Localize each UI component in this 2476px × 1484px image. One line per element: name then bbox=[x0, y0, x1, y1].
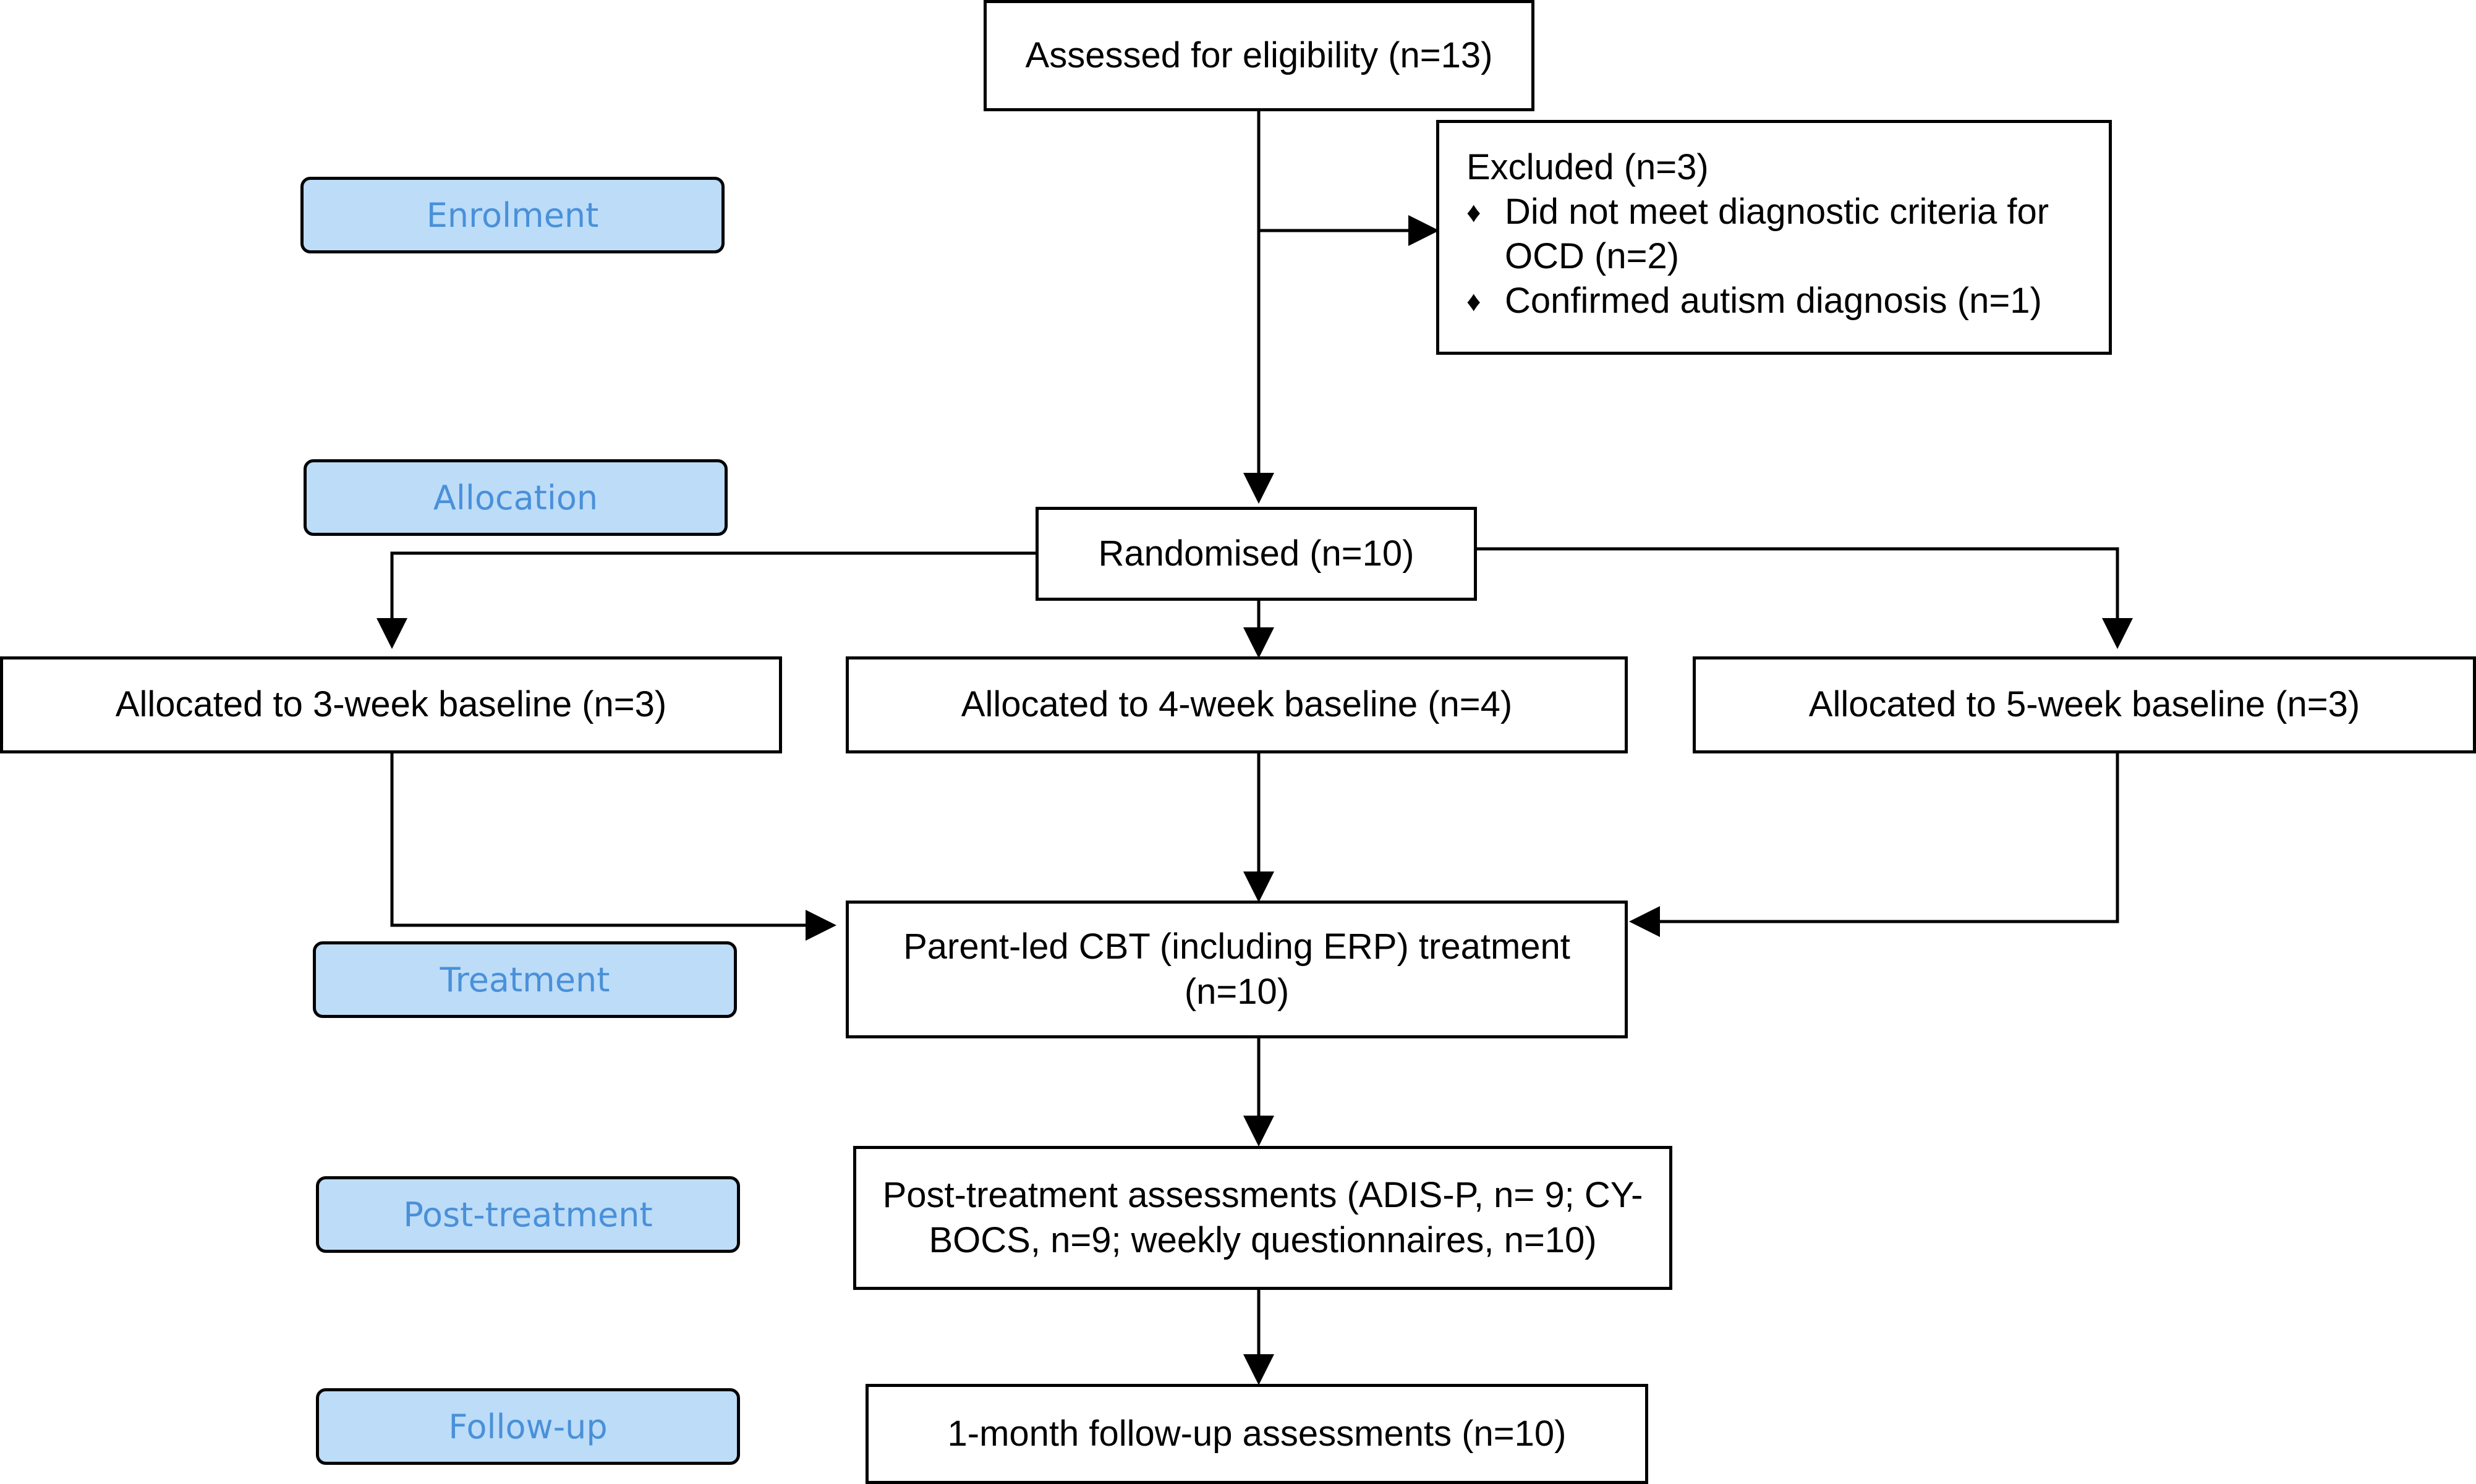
box-post-treatment-text: Post-treatment assessments (ADIS-P, n= 9… bbox=[882, 1175, 1643, 1260]
stage-label-treatment-text: Treatment bbox=[440, 960, 610, 999]
stage-label-enrolment: Enrolment bbox=[300, 177, 725, 253]
box-assessed-for-eligibility: Assessed for eligibility (n=13) bbox=[984, 0, 1534, 111]
box-allocated-3-week-text: Allocated to 3-week baseline (n=3) bbox=[115, 684, 667, 725]
box-allocated-5-week-text: Allocated to 5-week baseline (n=3) bbox=[1808, 684, 2360, 725]
arrow-5wk-to-treatment bbox=[1629, 752, 2119, 937]
box-randomised: Randomised (n=10) bbox=[1036, 507, 1477, 601]
excluded-item-2: ♦ Confirmed autism diagnosis (n=1) bbox=[1466, 279, 2084, 323]
box-follow-up-text: 1-month follow-up assessments (n=10) bbox=[947, 1413, 1567, 1454]
stage-label-allocation-text: Allocation bbox=[433, 478, 598, 517]
stage-label-post-treatment-text: Post-treatment bbox=[403, 1195, 653, 1234]
stage-label-follow-up: Follow-up bbox=[316, 1388, 740, 1465]
box-randomised-text: Randomised (n=10) bbox=[1098, 533, 1415, 574]
excluded-item-2-text: Confirmed autism diagnosis (n=1) bbox=[1505, 281, 2042, 321]
box-assessed-text: Assessed for eligibility (n=13) bbox=[1025, 35, 1493, 75]
diamond-bullet-icon: ♦ bbox=[1466, 285, 1481, 317]
box-allocated-5-week: Allocated to 5-week baseline (n=3) bbox=[1693, 656, 2476, 753]
stage-label-allocation: Allocation bbox=[304, 459, 728, 536]
excluded-title: Excluded (n=3) bbox=[1466, 147, 1709, 187]
stage-label-enrolment-text: Enrolment bbox=[426, 195, 599, 235]
box-allocated-4-week: Allocated to 4-week baseline (n=4) bbox=[846, 656, 1628, 753]
box-post-treatment-assessments: Post-treatment assessments (ADIS-P, n= 9… bbox=[853, 1146, 1672, 1290]
stage-label-treatment: Treatment bbox=[313, 941, 737, 1018]
excluded-item-1: ♦ Did not meet diagnostic criteria for O… bbox=[1466, 190, 2084, 279]
excluded-item-1-text: Did not meet diagnostic criteria for OCD… bbox=[1505, 192, 2049, 276]
stage-label-follow-up-text: Follow-up bbox=[448, 1407, 608, 1446]
arrow-randomised-to-5wk bbox=[1476, 547, 2133, 649]
box-allocated-4-week-text: Allocated to 4-week baseline (n=4) bbox=[961, 684, 1513, 725]
arrow-randomised-to-3wk bbox=[377, 551, 1036, 649]
box-allocated-3-week: Allocated to 3-week baseline (n=3) bbox=[0, 656, 782, 753]
box-treatment-text: Parent-led CBT (including ERP) treatment… bbox=[903, 926, 1570, 1012]
box-parent-led-cbt-treatment: Parent-led CBT (including ERP) treatment… bbox=[846, 901, 1628, 1038]
box-follow-up-assessments: 1-month follow-up assessments (n=10) bbox=[866, 1384, 1648, 1484]
box-excluded: Excluded (n=3) ♦ Did not meet diagnostic… bbox=[1436, 120, 2112, 355]
arrow-3wk-to-treatment bbox=[390, 752, 836, 941]
diamond-bullet-icon: ♦ bbox=[1466, 196, 1481, 228]
stage-label-post-treatment: Post-treatment bbox=[316, 1176, 740, 1253]
